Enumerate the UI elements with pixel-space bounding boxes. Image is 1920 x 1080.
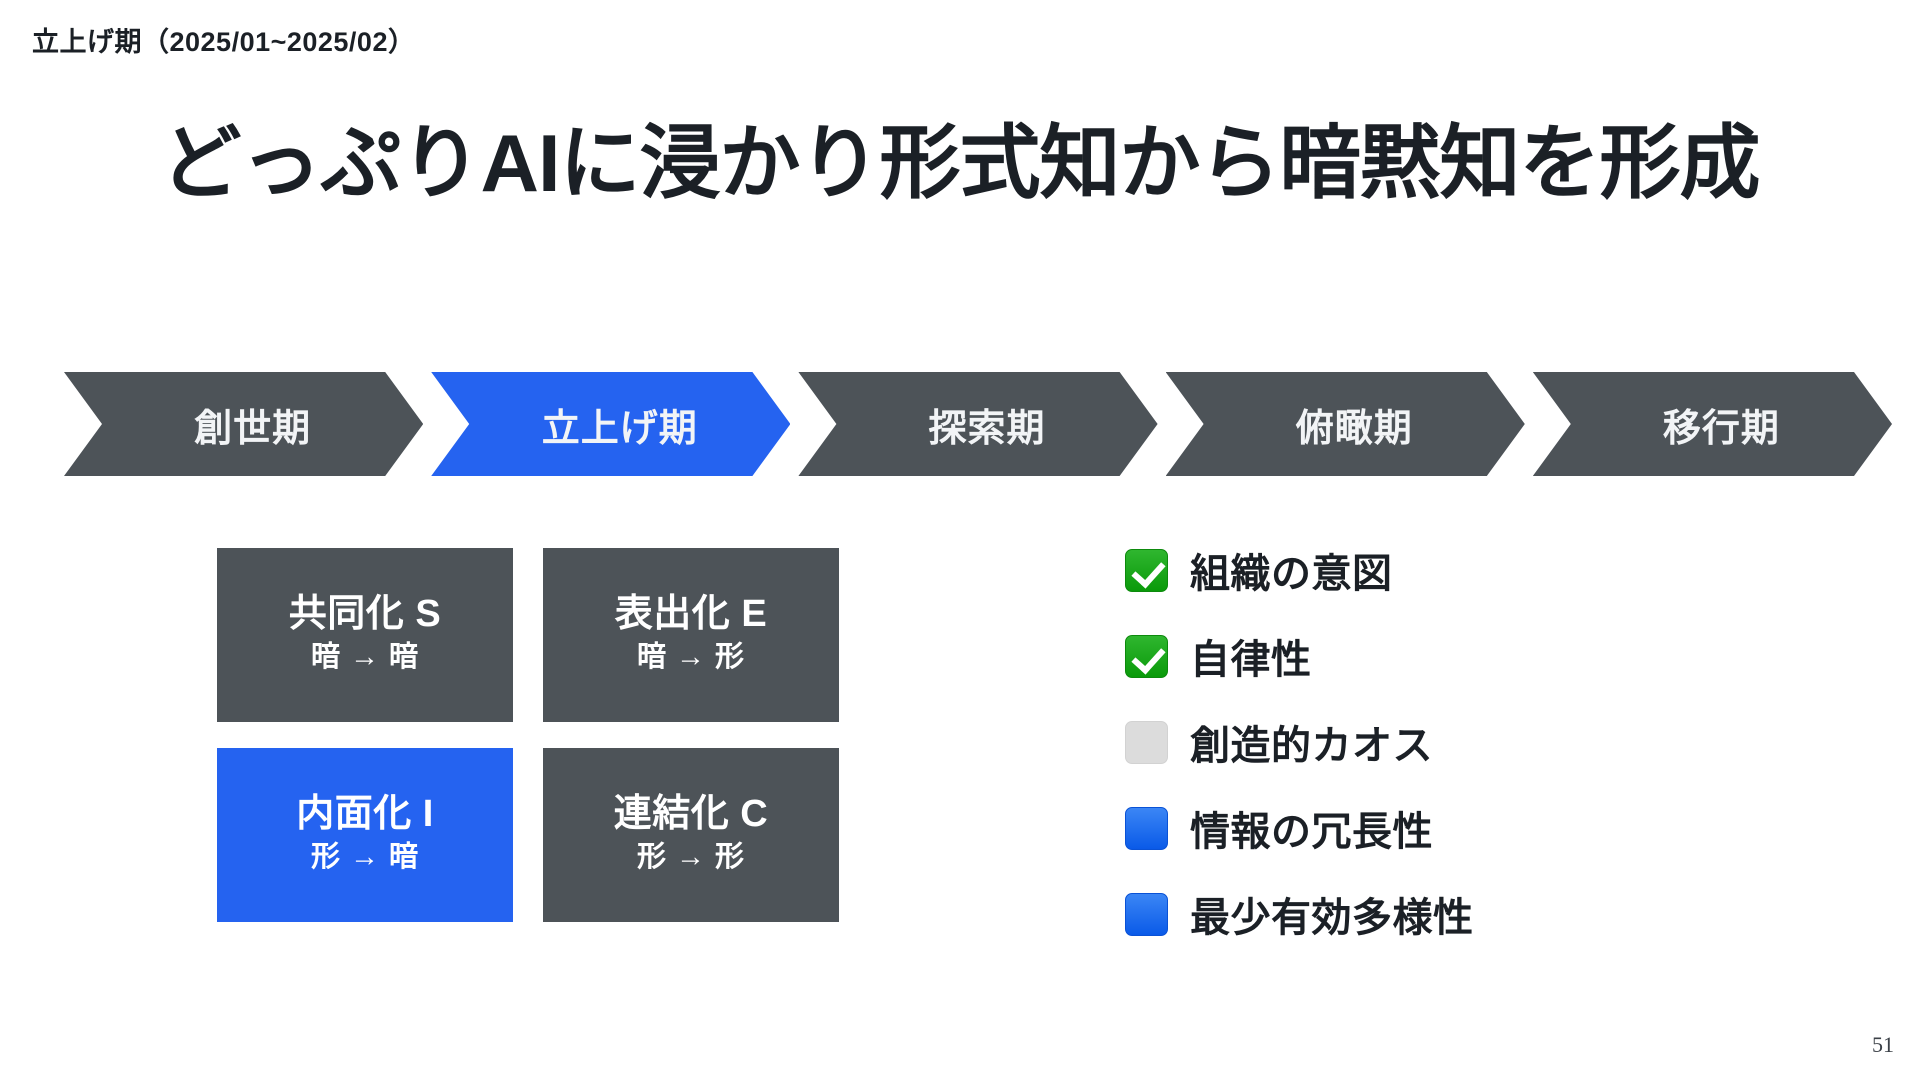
seci-box-subtitle: 形 → 暗	[310, 841, 420, 873]
checklist-item[interactable]: 情報の冗長性	[1125, 796, 1474, 860]
seci-box-1[interactable]: 共同化 S 暗 → 暗	[217, 548, 513, 722]
seci-box-3[interactable]: 内面化 I 形 → 暗	[217, 748, 513, 922]
seci-box-subtitle: 暗 → 形	[636, 641, 746, 673]
page-number: 51	[1872, 1032, 1894, 1057]
seci-box-subtitle: 暗 → 暗	[310, 641, 420, 673]
check-green-icon[interactable]	[1125, 634, 1168, 678]
checklist-item-label: 創造的カオス	[1190, 724, 1433, 768]
phase-chevron-label: 移行期	[1662, 407, 1780, 450]
checklist-item[interactable]: 自律性	[1125, 624, 1474, 688]
phase-chevron-4[interactable]: 俯瞰期	[1166, 372, 1525, 476]
enabling-conditions-checklist: 組織の意図自律性創造的カオス情報の冗長性最少有効多様性	[1125, 538, 1474, 946]
check-green-icon[interactable]	[1125, 548, 1168, 592]
seci-box-title: 共同化 S	[288, 593, 442, 636]
seci-box-2[interactable]: 表出化 E 暗 → 形	[543, 548, 839, 722]
phase-chevron-label: 創世期	[194, 407, 312, 450]
phase-chevron-label: 俯瞰期	[1295, 407, 1413, 450]
checklist-item[interactable]: 組織の意図	[1125, 538, 1474, 602]
checklist-item-label: 組織の意図	[1190, 552, 1393, 596]
phase-chevron-5[interactable]: 移行期	[1533, 372, 1892, 476]
checklist-item-label: 情報の冗長性	[1190, 810, 1433, 854]
checklist-item-label: 最少有効多様性	[1190, 896, 1474, 940]
checklist-item[interactable]: 創造的カオス	[1125, 710, 1474, 774]
slide-kicker: 立上げ期（2025/01~2025/02）	[32, 27, 416, 57]
seci-box-4[interactable]: 連結化 C 形 → 形	[543, 748, 839, 922]
page-title: どっぷりAIに浸かり形式知から暗黙知を形成	[160, 119, 1760, 209]
square-blue-icon[interactable]	[1125, 806, 1168, 850]
seci-box-title: 連結化 C	[613, 793, 769, 836]
checklist-item-label: 自律性	[1190, 638, 1312, 682]
phase-process-bar: 創世期 立上げ期 探索期 俯瞰期 移行期	[64, 372, 1892, 476]
seci-box-title: 表出化 E	[614, 593, 768, 636]
phase-chevron-label: 立上げ期	[541, 407, 698, 450]
seci-row: 共同化 S 暗 → 暗 表出化 E 暗 → 形	[217, 548, 839, 722]
seci-matrix: 共同化 S 暗 → 暗 表出化 E 暗 → 形内面化 I 形 → 暗 連結化 C 形 → 形	[217, 548, 839, 922]
phase-chevron-3[interactable]: 探索期	[798, 372, 1157, 476]
checklist-item[interactable]: 最少有効多様性	[1125, 882, 1474, 946]
phase-chevron-2[interactable]: 立上げ期	[431, 372, 790, 476]
phase-chevron-1[interactable]: 創世期	[64, 372, 423, 476]
square-white-icon[interactable]	[1125, 720, 1168, 764]
phase-chevron-label: 探索期	[928, 407, 1046, 450]
square-blue-icon[interactable]	[1125, 892, 1168, 936]
seci-row: 内面化 I 形 → 暗 連結化 C 形 → 形	[217, 748, 839, 922]
seci-box-title: 内面化 I	[296, 793, 434, 836]
seci-box-subtitle: 形 → 形	[636, 841, 746, 873]
